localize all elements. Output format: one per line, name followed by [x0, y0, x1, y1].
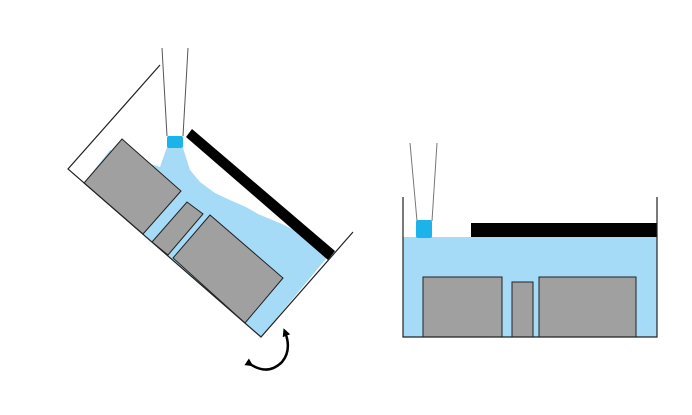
level-container-panel [402, 142, 658, 338]
pipette-wall [409, 142, 418, 222]
container-outline [67, 64, 354, 338]
container-outline [402, 197, 658, 338]
pipette-wall [161, 47, 168, 137]
pipette-wall [431, 142, 438, 222]
sample-block [538, 276, 637, 338]
sample-block [511, 281, 534, 338]
sample-block [172, 214, 284, 324]
cover-slip [186, 129, 335, 260]
pipette-tip [416, 220, 432, 238]
sample-block [422, 276, 503, 338]
rocking-arrow-icon [244, 328, 291, 371]
pipette-tip [167, 136, 183, 148]
tilted-container-panel [67, 47, 354, 371]
pipette-wall [182, 47, 189, 137]
cover-slip [471, 223, 657, 237]
